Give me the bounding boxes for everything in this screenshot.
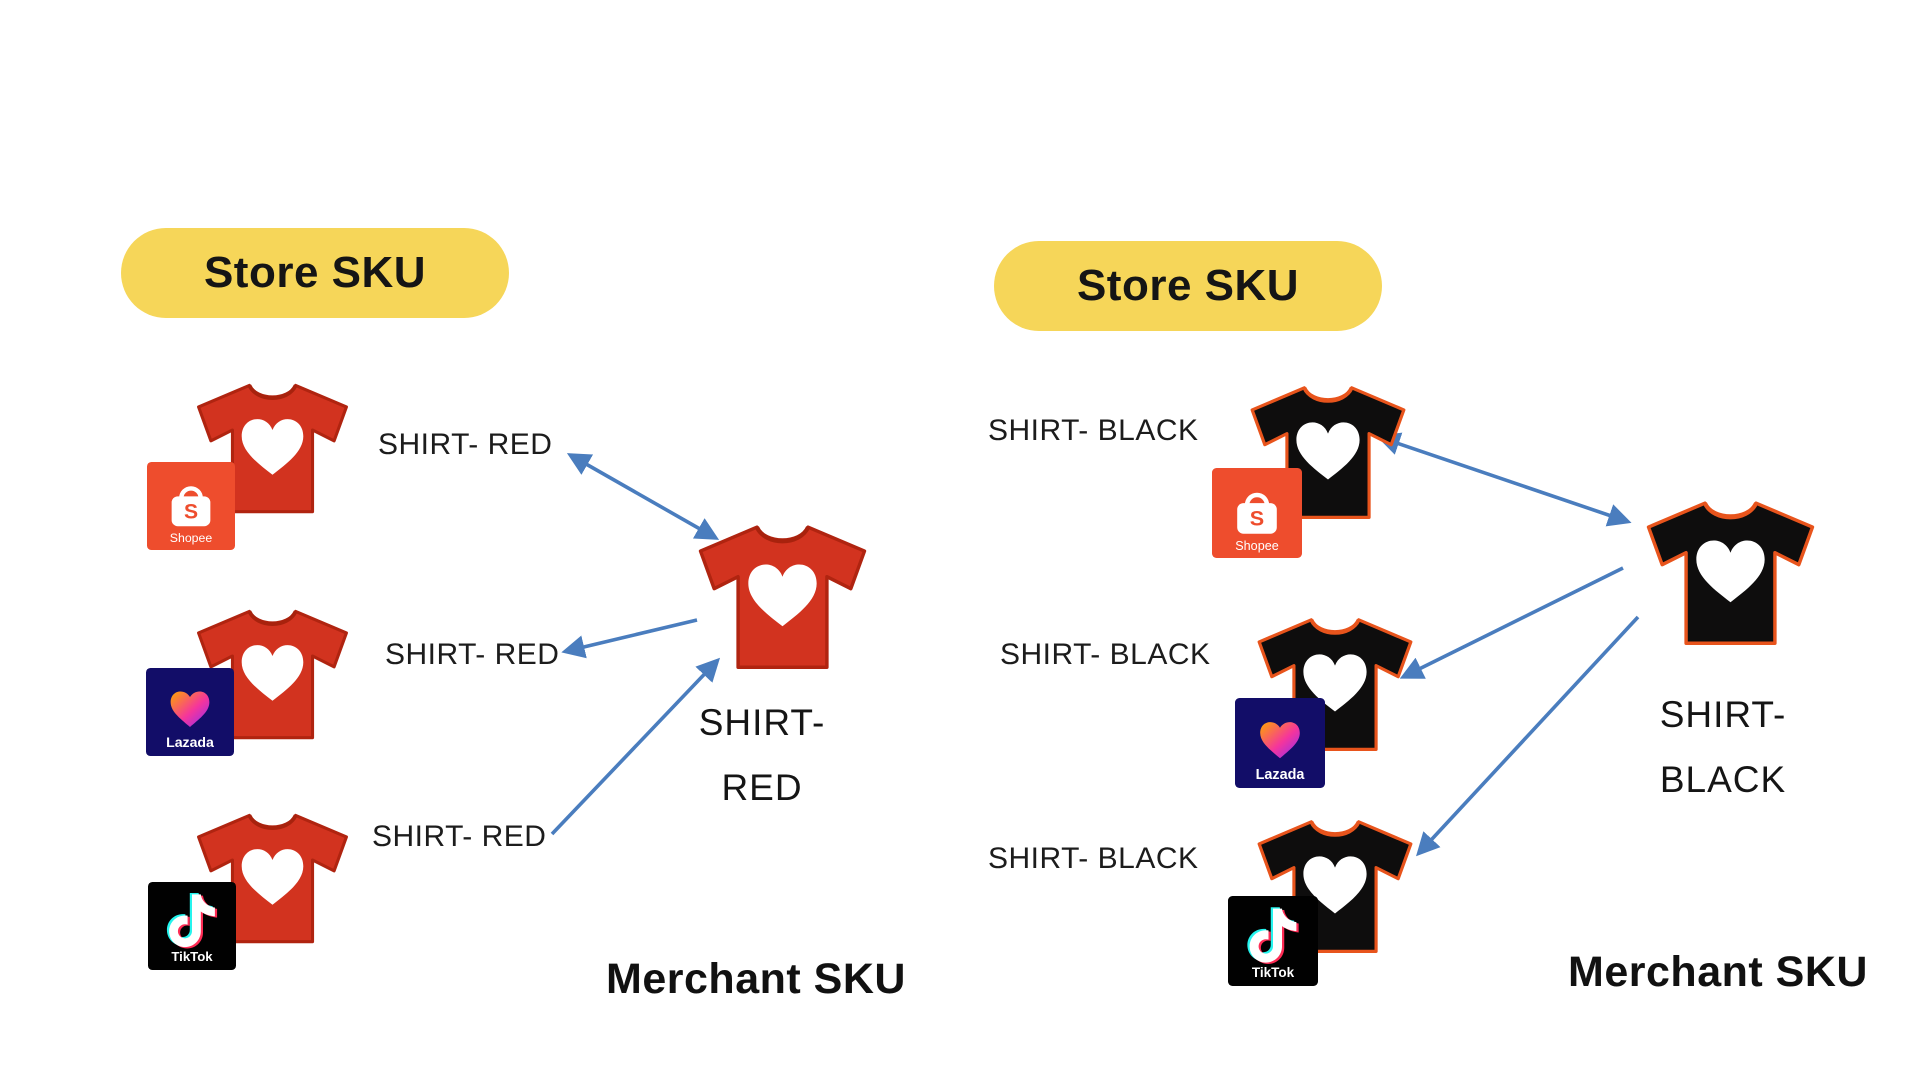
shopee-logo — [1212, 468, 1302, 558]
merchant-sku-red-line2: RED — [721, 767, 803, 808]
arrow-left-tiktok — [550, 657, 721, 836]
store-sku-badge-left: Store SKU — [121, 228, 509, 318]
store-sku-badge-right: Store SKU — [994, 241, 1382, 331]
merchant-sku-red-line1: SHIRT- — [698, 702, 826, 743]
store-sku-label-lazada-black: SHIRT- BLACK — [1000, 638, 1211, 671]
merchant-sku-label-black: SHIRT- BLACK — [1598, 682, 1848, 812]
store-sku-label-tiktok-black: SHIRT- BLACK — [988, 842, 1199, 875]
store-sku-badge-left-label: Store SKU — [203, 248, 427, 297]
arrow-right-tiktok — [1416, 615, 1640, 857]
merchant-sku-title-right: Merchant SKU — [1568, 948, 1868, 996]
store-sku-label-shopee-black: SHIRT- BLACK — [988, 414, 1199, 447]
store-sku-label-lazada-red: SHIRT- RED — [385, 638, 560, 671]
arrow-left-shopee — [566, 453, 720, 540]
store-sku-badge-right-label: Store SKU — [1076, 261, 1300, 310]
store-sku-label-tiktok-red: SHIRT- RED — [372, 820, 547, 853]
shopee-logo — [147, 462, 235, 550]
lazada-logo — [146, 668, 234, 756]
store-sku-label-shopee-red: SHIRT- RED — [378, 428, 553, 461]
arrow-right-shopee — [1376, 432, 1632, 527]
tiktok-logo — [148, 882, 236, 970]
merchant-sku-black-line2: BLACK — [1659, 759, 1787, 800]
arrow-right-lazada — [1399, 566, 1624, 679]
tiktok-logo — [1228, 896, 1318, 986]
merchant-red-tshirt-icon — [680, 510, 885, 681]
merchant-sku-label-red: SHIRT- RED — [652, 690, 872, 820]
arrow-left-lazada — [561, 618, 698, 659]
merchant-black-tshirt-icon — [1628, 486, 1833, 657]
merchant-sku-title-left: Merchant SKU — [606, 955, 906, 1003]
lazada-logo — [1235, 698, 1325, 788]
merchant-sku-black-line1: SHIRT- — [1659, 694, 1787, 735]
